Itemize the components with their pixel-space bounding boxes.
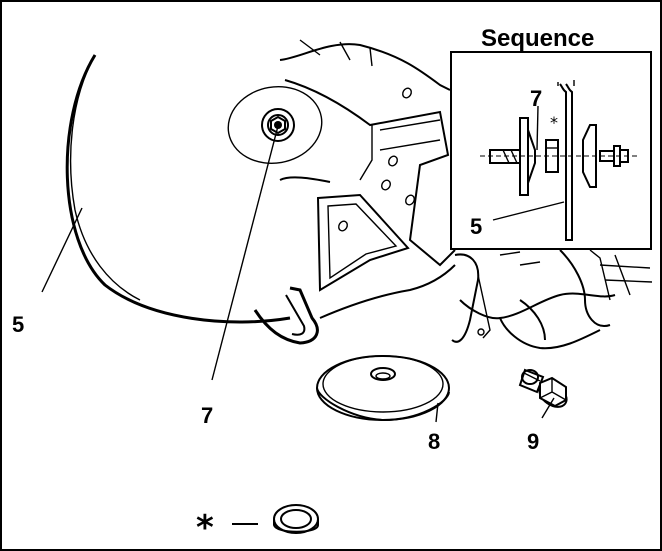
outer-washer-leader (435, 402, 439, 423)
sequence-inset (450, 51, 652, 250)
blade-leader (41, 207, 83, 293)
inset-blade-label: 5 (470, 214, 482, 239)
spacer-ring (273, 504, 319, 534)
inner-washer-leader (211, 125, 279, 381)
bolt-label: 9 (527, 429, 539, 454)
inner-washer-label: 7 (201, 403, 213, 428)
inset-title: Sequence (481, 25, 594, 52)
inset-inner-washer-label: 7 (530, 86, 542, 111)
outer-washer-label: 8 (428, 429, 440, 454)
bolt (518, 368, 568, 408)
cutting-blade (65, 54, 291, 324)
bolt-leader (541, 397, 555, 419)
blade-guard-arm (253, 39, 653, 350)
inset-spacer-ring-label: * (550, 113, 558, 132)
inner-washer-hub (227, 85, 323, 165)
spacer-ring-label: * (196, 508, 214, 548)
outer-washer (316, 355, 450, 422)
blade-label: 5 (12, 312, 24, 337)
